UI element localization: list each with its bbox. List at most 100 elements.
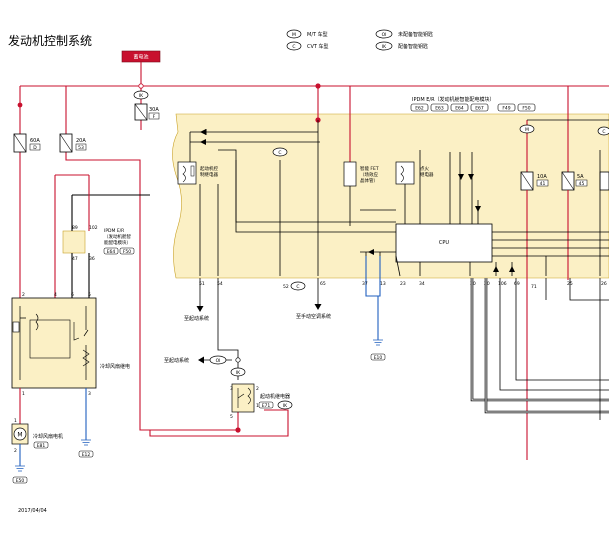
fuse-30a-rating: 30A xyxy=(149,107,159,113)
diodes xyxy=(200,129,515,272)
fuse-60a-rating: 60A xyxy=(30,138,40,144)
cooling-fan-relay-module: 2 4 6 5 1 3 冷却风扇继电 xyxy=(11,292,130,397)
fan-motor-conn: E81 xyxy=(37,443,46,449)
ignition-relay: 点火 继电器 xyxy=(395,161,434,185)
ground-e50: E50 xyxy=(12,465,28,484)
ipdm-pin-54: 54 xyxy=(217,281,223,287)
cond-tag-c1: C xyxy=(278,150,281,156)
ipdm-pin-69: 69 xyxy=(514,281,520,287)
legend-m-code: M xyxy=(292,32,296,38)
ipdm-connectors: E62 E63 E64 E67 F49 F50 xyxy=(410,103,536,112)
ipdm-conn-4: E67 xyxy=(475,106,484,112)
fuse-5a-rating: 5A xyxy=(577,174,584,180)
legend-oi-code: OI xyxy=(382,32,387,38)
motor-m-symbol: M xyxy=(17,432,22,439)
cooling-pin-2: 2 xyxy=(22,292,25,298)
ipdm-pin-71: 71 xyxy=(531,284,537,290)
ipdm-small-pin-89: 89 xyxy=(72,225,78,231)
fuse-30a-number: F xyxy=(153,114,156,120)
ipdm-small-pin-36: 36 xyxy=(89,256,95,262)
fan-pin-2: 2 xyxy=(14,448,17,454)
cond-tag-c2: C xyxy=(296,284,299,290)
starter-relay-tag: IK xyxy=(283,403,288,409)
starter-relay-pin-1: 1 xyxy=(256,403,259,409)
smart-fet: 智能 FET （场效应 晶体管） xyxy=(343,161,379,187)
ignition-label-2: 继电器 xyxy=(420,171,434,178)
battery-label: 蓄电池 xyxy=(133,54,148,61)
starter-control-relay: 起动机控 制继电器 xyxy=(177,161,218,185)
ipdm-pin-13: 13 xyxy=(380,281,386,287)
legend-oi-text: 未配备智能钥匙 xyxy=(398,31,433,38)
legend-ik-text: 配备智能钥匙 xyxy=(398,43,428,50)
fan-motor: M 1 2 冷却风扇电机 E81 xyxy=(11,388,63,466)
arrow-to-ac: 至手动空调系统 xyxy=(296,300,331,320)
red-power-wires xyxy=(19,62,609,437)
cooling-pin-4: 4 xyxy=(54,292,57,298)
cond-tag-m1: M xyxy=(525,127,529,133)
cooling-wires xyxy=(54,174,150,298)
ipdm-conn-1: E62 xyxy=(415,106,424,112)
ik-tag: IK xyxy=(236,370,241,376)
ground-e12-label: E12 xyxy=(82,452,91,458)
arrow-to-starter: 至起动系统 xyxy=(184,300,209,322)
ipdm-small-block: 89 102 47 36 IPDM E/R （发动机舱智 能配电模块） E64 … xyxy=(62,225,135,262)
fan-pin-1: 1 xyxy=(14,418,17,424)
fet-label-1: 智能 FET xyxy=(360,165,379,172)
fuse-20a-rating: 20A xyxy=(76,138,86,144)
ipdm-pin-26: 26 xyxy=(601,281,607,287)
ignition-label-1: 点火 xyxy=(420,166,429,172)
arrow-to-ac-label: 至手动空调系统 xyxy=(296,313,331,320)
fet-label-2: （场效应 xyxy=(360,171,378,178)
ipdm-header: IPDM E/R（发动机舱智能配电模块） xyxy=(412,96,495,103)
fuse-10a-number: 41 xyxy=(540,181,546,187)
cooling-module-label: 冷却风扇继电 xyxy=(100,363,130,370)
ground-e50-label: E50 xyxy=(16,478,25,484)
fuse-20a-number: 53 xyxy=(78,145,84,151)
fuse-10a-rating: 10A xyxy=(537,174,547,180)
ipdm-small-pin-102: 102 xyxy=(89,225,98,231)
ipdm-small-line3: 能配电模块） xyxy=(104,239,131,246)
ipdm-conn-6: F50 xyxy=(522,106,530,112)
starter-control-label-2: 制继电器 xyxy=(200,171,218,178)
ipdm-small-pin-47: 47 xyxy=(72,256,78,262)
legend-ik-code: IK xyxy=(382,44,387,50)
ipdm-pin-51: 51 xyxy=(199,281,205,287)
cpu-block: CPU xyxy=(395,223,493,263)
cond-tag-c3: C xyxy=(602,129,605,135)
starter-relay-pin-2: 2 xyxy=(256,386,259,392)
legend-c-code: C xyxy=(292,44,295,50)
fet-label-3: 晶体管） xyxy=(360,177,378,184)
starter-relay-pin-3: 3 xyxy=(230,386,233,392)
ipdm-conn-5: F49 xyxy=(502,106,510,112)
ipdm-conn-2: E63 xyxy=(435,106,444,112)
ipdm-pin-106: 106 xyxy=(498,281,507,287)
oi-tag: OI xyxy=(216,358,221,364)
ground-e12: E12 xyxy=(78,388,94,458)
arrow-to-starter2: 至起动系统 OI IK xyxy=(164,355,246,377)
starter-relay-conn: E71 xyxy=(262,403,271,409)
ipdm-pin-34: 34 xyxy=(419,281,425,287)
fuse-5a: 5A 45 xyxy=(561,86,609,280)
page-title: 发动机控制系统 xyxy=(8,33,92,48)
cooling-pin-5: 5 xyxy=(88,292,91,298)
ipdm-small-conn-2: F50 xyxy=(123,249,131,255)
fuse-30a: IK 30A F xyxy=(133,90,159,121)
internal-wiring xyxy=(189,119,609,277)
starter-relay-name: 起动机继电器 xyxy=(260,393,290,400)
ipdm-pin-52: 52 xyxy=(283,284,289,290)
fan-motor-name: 冷却风扇电机 xyxy=(33,433,63,440)
ipdm-small-conn-1: E64 xyxy=(107,249,116,255)
ipdm-pin-23: 23 xyxy=(400,281,406,287)
condition-tags: C C M C xyxy=(272,124,609,291)
cpu-label: CPU xyxy=(439,240,450,246)
fuse-20a: 20A 53 xyxy=(59,133,86,153)
ground-e10: E10 xyxy=(365,256,386,361)
ipdm-pin-65: 65 xyxy=(320,281,326,287)
outgoing-wires xyxy=(199,278,609,420)
ipdm-small-line2: （发动机舱智 xyxy=(104,233,131,240)
starter-control-label-1: 起动机控 xyxy=(200,165,218,172)
ipdm-pin-37: 37 xyxy=(362,281,368,287)
starter-relay: 3 2 1 5 起动机继电器 E71 IK xyxy=(230,383,293,420)
arrow-to-starter2-label: 至起动系统 xyxy=(164,357,189,364)
